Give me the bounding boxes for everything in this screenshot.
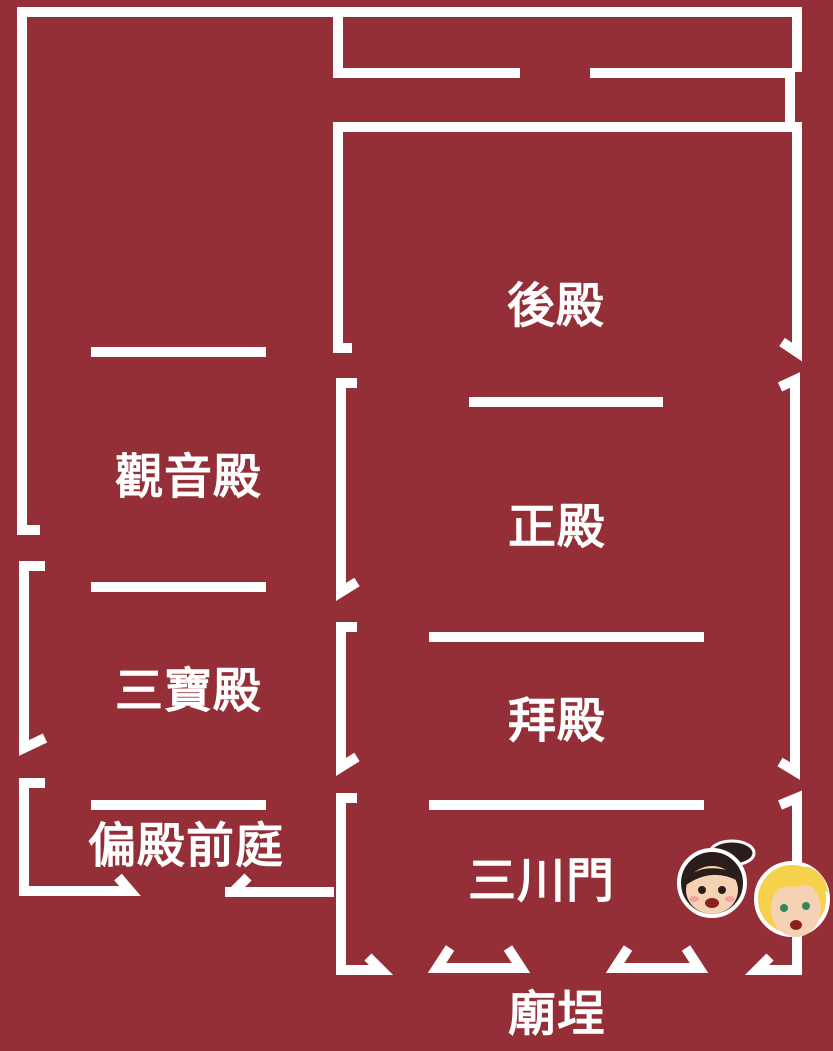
wall-houdian bbox=[333, 122, 802, 362]
room-label-guanyindian: 觀音殿 bbox=[115, 449, 263, 505]
room-label-miaocheng: 廟埕 bbox=[508, 986, 607, 1042]
gate-opening-right bbox=[605, 945, 709, 973]
room-label-sanchuanmen: 三川門 bbox=[468, 853, 616, 909]
room-label-houdian: 後殿 bbox=[507, 278, 606, 334]
wall-sanchuan-left bbox=[336, 793, 394, 975]
wall-left-lower bbox=[19, 778, 141, 896]
room-label-baidian: 拜殿 bbox=[508, 693, 607, 749]
wall-left-courtyard-bracket bbox=[230, 873, 252, 895]
wall-top bbox=[17, 7, 802, 535]
wall-upper-right bbox=[590, 68, 795, 125]
wall-zhengdian-left bbox=[336, 378, 360, 602]
boy-avatar-icon bbox=[754, 861, 830, 937]
girl-avatar-icon bbox=[677, 839, 756, 918]
wall-sanchuan-right bbox=[744, 790, 802, 975]
gate-opening-left bbox=[427, 945, 531, 973]
wall-upper-inner bbox=[333, 12, 520, 78]
room-label-zhengdian: 正殿 bbox=[508, 499, 607, 555]
wall-baidian-left bbox=[336, 622, 360, 777]
wall-left-mid bbox=[19, 561, 48, 756]
wall-zhengdian-right bbox=[777, 372, 800, 780]
room-label-piandian-qianting: 偏殿前庭 bbox=[88, 818, 285, 874]
room-label-sanbaodian: 三寶殿 bbox=[115, 663, 263, 719]
